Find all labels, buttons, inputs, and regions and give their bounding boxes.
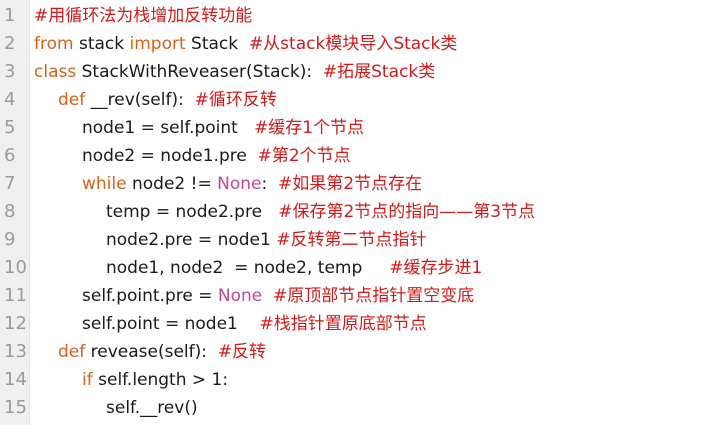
code-text: self.point.pre = [82, 286, 218, 306]
code-line[interactable]: #用循环法为栈增加反转功能 [34, 2, 707, 30]
code-text: self.__rev() [106, 398, 198, 418]
code-constant: None [217, 174, 262, 194]
code-line[interactable]: node1 = self.point #缓存1个节点 [34, 114, 707, 142]
code-line[interactable]: temp = node2.pre #保存第2节点的指向——第3节点 [34, 198, 707, 226]
code-comment: #从stack模块导入Stack类 [248, 34, 458, 54]
code-line[interactable]: node2.pre = node1 #反转第二节点指针 [34, 226, 707, 254]
code-keyword: def [58, 342, 86, 362]
code-keyword: if [82, 370, 93, 390]
code-text: node1, node2 = node2, temp [106, 258, 390, 278]
code-keyword: def [58, 90, 86, 110]
code-comment: #如果第2节点存在 [278, 174, 423, 194]
code-text: stack [73, 34, 130, 54]
code-comment: #原顶部节点指针置空变底 [273, 286, 475, 306]
line-number: 10 [4, 257, 27, 278]
line-number: 14 [4, 369, 27, 390]
code-text: Stack [185, 34, 249, 54]
code-text: : [261, 174, 279, 194]
code-text: node1 = self.point [82, 118, 255, 138]
code-keyword: while [82, 174, 127, 194]
code-text [262, 286, 273, 306]
line-number: 6 [4, 145, 16, 166]
code-line[interactable]: self.point.pre = None #原顶部节点指针置空变底 [34, 282, 707, 310]
code-text: self.length > 1: [92, 370, 229, 390]
code-text: node2 = node1.pre [82, 146, 258, 166]
code-text: node2.pre = node1 [106, 230, 277, 250]
code-line[interactable]: node1, node2 = node2, temp #缓存步进1 [34, 254, 707, 282]
code-line[interactable]: self.__rev() [34, 394, 707, 422]
code-comment: #循环反转 [194, 90, 277, 110]
code-comment: #保存第2节点的指向——第3节点 [278, 202, 536, 222]
line-number: 9 [4, 229, 16, 250]
code-text: temp = node2.pre [106, 202, 279, 222]
code-text: self.point = node1 [82, 314, 260, 334]
code-line[interactable]: self.point = node1 #栈指针置原底部节点 [34, 310, 707, 338]
line-number: 5 [4, 117, 16, 138]
code-comment: #反转 [217, 342, 267, 362]
code-line[interactable]: if self.length > 1: [34, 366, 707, 394]
code-line[interactable]: node2 = node1.pre #第2个节点 [34, 142, 707, 170]
code-keyword: import [129, 34, 186, 54]
line-number: 15 [4, 397, 27, 418]
code-line[interactable]: def __rev(self): #循环反转 [34, 86, 707, 114]
line-number: 3 [4, 61, 16, 82]
code-text: node2 != [126, 174, 218, 194]
line-number: 1 [4, 5, 16, 26]
code-comment: #缓存步进1 [389, 258, 483, 278]
code-comment: #用循环法为栈增加反转功能 [34, 6, 253, 26]
code-line[interactable]: class StackWithReveaser(Stack): #拓展Stack… [34, 58, 707, 86]
code-comment: #栈指针置原底部节点 [259, 314, 427, 334]
line-number: 12 [4, 313, 27, 334]
code-comment: #第2个节点 [257, 146, 351, 166]
code-keyword: class [34, 62, 77, 82]
line-number: 2 [4, 33, 16, 54]
code-line[interactable]: def revease(self): #反转 [34, 338, 707, 366]
line-number: 11 [4, 285, 27, 306]
code-comment: #缓存1个节点 [254, 118, 365, 138]
code-comment: #拓展Stack类 [322, 62, 436, 82]
line-number: 13 [4, 341, 27, 362]
code-text: __rev(self): [85, 90, 195, 110]
code-area[interactable]: #用循环法为栈增加反转功能 from stack import Stack #从s… [30, 0, 707, 425]
code-line[interactable]: from stack import Stack #从stack模块导入Stack… [34, 30, 707, 58]
line-number: 8 [4, 201, 16, 222]
code-constant: None [217, 286, 263, 306]
code-comment: #反转第二节点指针 [276, 230, 427, 250]
code-text: StackWithReveaser(Stack): [76, 62, 323, 82]
code-text: revease(self): [85, 342, 218, 362]
line-number: 4 [4, 89, 16, 110]
line-number: 7 [4, 173, 16, 194]
code-line[interactable]: while node2 != None: #如果第2节点存在 [34, 170, 707, 198]
code-keyword: from [34, 34, 74, 54]
